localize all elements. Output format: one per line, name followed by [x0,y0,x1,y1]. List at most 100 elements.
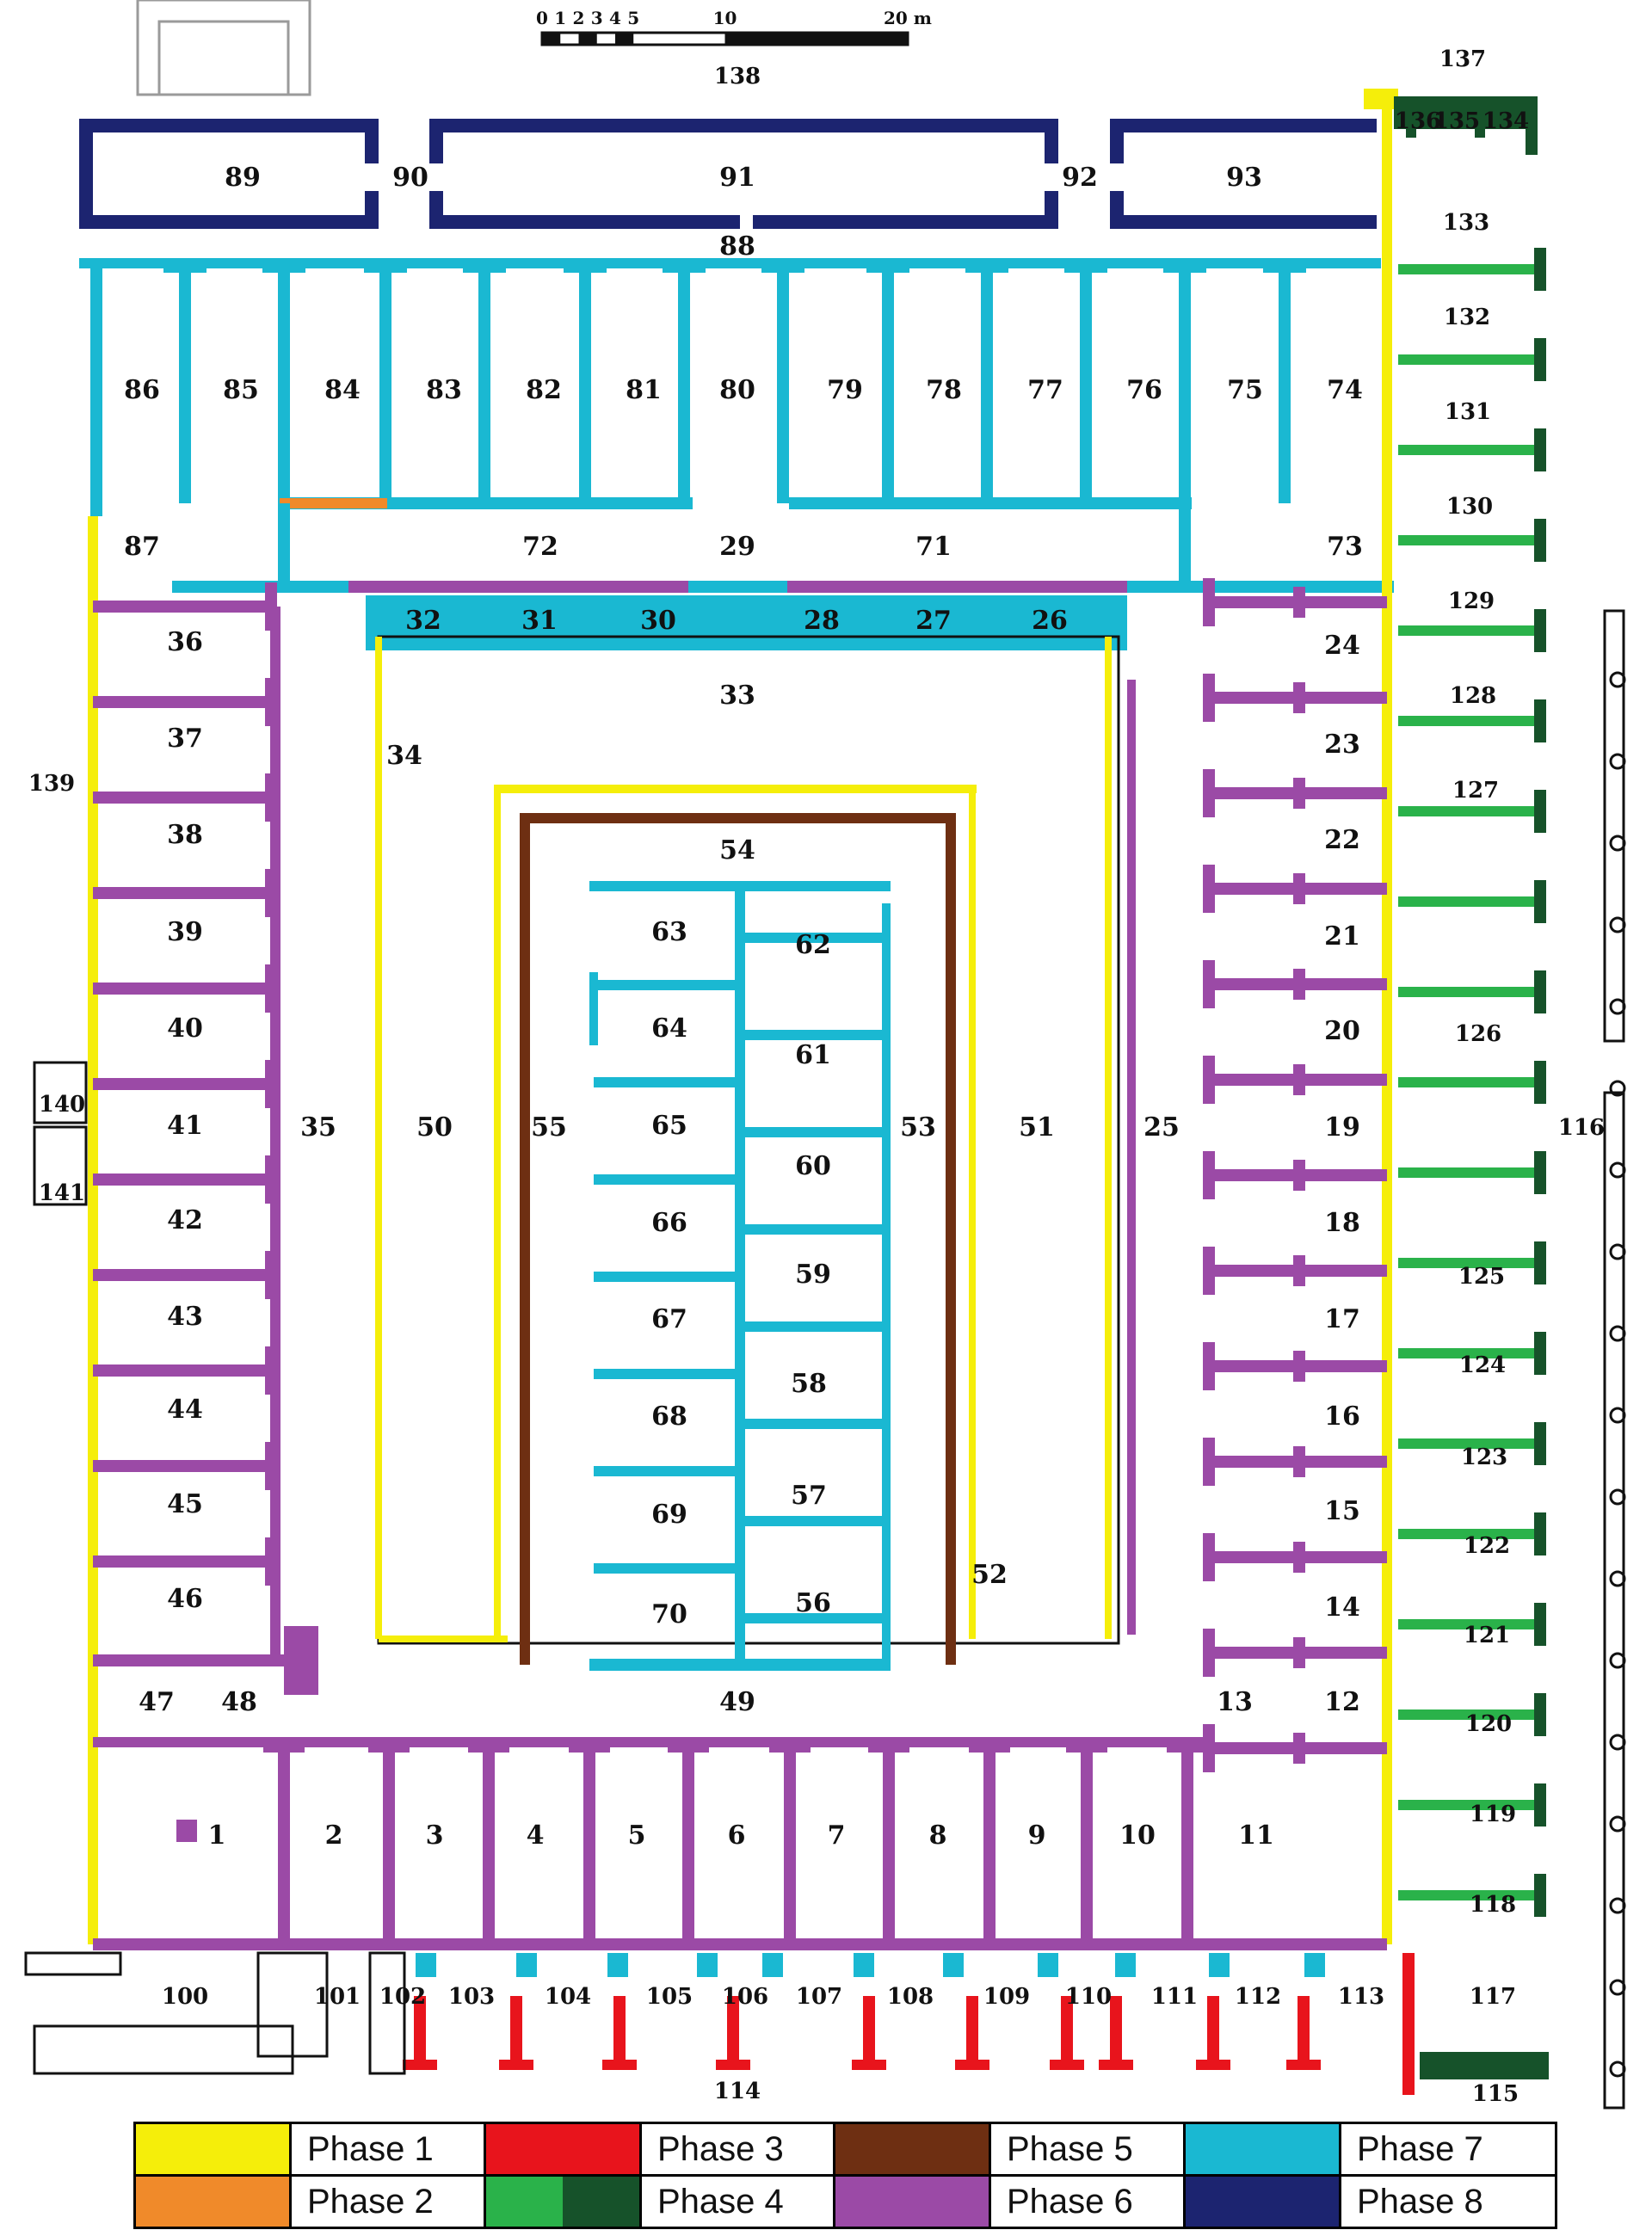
wall [769,1740,811,1753]
wall [1293,778,1305,809]
wall [883,1742,895,1944]
wall [1534,1512,1546,1555]
room-label: 31 [521,606,558,636]
wall [288,497,693,509]
room-label: 135 [1433,108,1480,134]
room-label: 108 [887,1984,934,2010]
wall [383,1742,395,1944]
wall [1398,264,1540,274]
wall [93,1460,275,1472]
room-label: 53 [900,1112,936,1143]
wall [483,1742,495,1944]
pier-base [1304,1953,1325,1977]
wall [1616,602,1619,2108]
wall [1534,1332,1546,1375]
wall [602,2060,637,2070]
room-label: 128 [1450,683,1496,709]
wall [1127,680,1136,1635]
room-label: 133 [1443,210,1489,236]
room-label: 106 [722,1984,768,2010]
wall [93,601,275,613]
wall [1398,354,1540,365]
wall [594,1077,740,1087]
wall [753,215,1058,229]
wall [1382,93,1392,1944]
wall [1398,1890,1540,1900]
room-label: 60 [795,1151,831,1181]
wall [79,119,379,132]
wall [1534,248,1546,291]
room-label: 114 [714,2079,761,2104]
wall [613,1996,626,2061]
wall [1066,1740,1107,1753]
room-label: 63 [651,917,687,947]
room-label: 13 [1217,1687,1253,1717]
wall [1293,587,1305,618]
wall [278,1742,290,1944]
wall [163,261,206,273]
remnant-wall [33,1125,88,1206]
room-label: 14 [1324,1592,1360,1623]
wall [1293,1064,1305,1095]
remnant-wall [33,1061,88,1124]
wall [981,263,993,503]
room-label: 40 [167,1013,203,1044]
wall [965,261,1008,273]
room-label: 102 [379,1984,426,2010]
wall [1293,1160,1305,1191]
wall [589,1659,891,1671]
room-label: 26 [1032,606,1068,636]
wall [93,1938,1387,1950]
room-label: 80 [719,375,755,405]
room-label: 111 [1151,1984,1198,2010]
room-label: 126 [1455,1021,1501,1047]
wall [569,1740,610,1753]
wall [1293,969,1305,1000]
wall [579,263,591,503]
room-label: 93 [1226,163,1262,193]
wall [1110,1996,1122,2061]
wall [1203,578,1215,626]
room-label: 11 [1238,1820,1274,1851]
wall [278,263,290,503]
wall [1398,1258,1540,1268]
wall [1207,1996,1219,2061]
room-label: 73 [1327,532,1363,562]
room-label: 107 [796,1984,842,2010]
room-label: 104 [545,1984,591,2010]
room-label: 37 [167,724,203,754]
wall [1105,637,1112,1639]
wall [93,696,275,708]
room-label: 87 [124,532,160,562]
wall [1110,119,1377,132]
wall [1045,191,1058,229]
wall [365,119,379,163]
wall [1394,96,1532,129]
room-label: 5 [628,1820,646,1851]
wall [270,607,280,1660]
remnant-wall [33,2024,294,2075]
room-label: 130 [1446,494,1493,520]
wall [761,261,804,273]
scale-segment [615,33,634,45]
wall [1534,1061,1546,1104]
room-label: 120 [1465,1711,1512,1737]
scale-tick-label: 4 [609,8,621,28]
wall [93,1364,275,1377]
room-label: 36 [167,627,203,657]
wall [93,887,275,899]
room-label: 59 [795,1260,831,1290]
room-label: 81 [626,375,662,405]
wall [1534,880,1546,923]
wall [1398,1800,1540,1810]
room-label: 86 [124,375,160,405]
room-label: 115 [1472,2081,1519,2107]
wall [379,1636,508,1642]
wall [284,1626,318,1695]
wall [1293,1255,1305,1286]
room-label: 29 [719,532,755,562]
room-label: 116 [1558,1115,1605,1141]
wall [1534,338,1546,381]
wall [478,263,490,503]
